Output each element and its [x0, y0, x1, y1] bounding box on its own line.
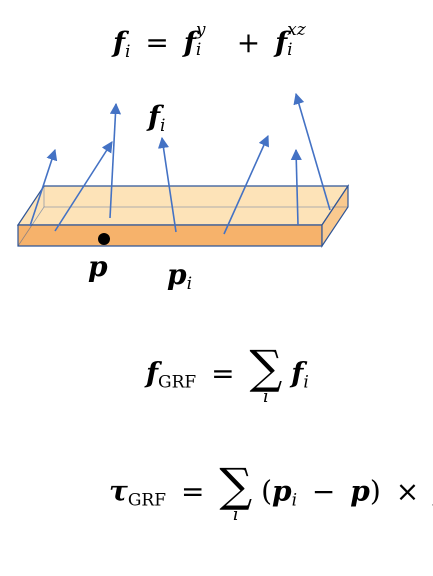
force-arrow [290, 148, 302, 226]
grf-torque-equals: = [180, 474, 205, 508]
label-pi-symbol: p [167, 258, 187, 291]
sum-index: i [263, 386, 269, 407]
eq-term2-sub: i [287, 40, 293, 60]
force-arrow [293, 92, 331, 211]
torque-pi: p [272, 474, 292, 508]
torque-p: p [350, 474, 370, 508]
eq-lhs-sub: i [125, 42, 131, 62]
grf-force-rhs-sub: i [303, 372, 309, 393]
sum-index: i [232, 504, 239, 525]
force-arrow [223, 134, 269, 235]
label-p-symbol: p [88, 250, 108, 283]
grf-torque-sum: ∑i [219, 462, 252, 524]
equation-grf-force: fGRF = ∑i fi [146, 344, 309, 406]
paren-open: ( [261, 474, 272, 508]
torque-minus: − [311, 474, 336, 508]
sum-symbol: ∑ [249, 340, 283, 394]
grf-torque-lhs: τ [109, 474, 128, 508]
plate-hidden-edge [17, 206, 45, 247]
paren-close: ) [369, 474, 381, 508]
grf-force-equals: = [211, 356, 235, 390]
eq-term2-sup: xz [287, 20, 306, 40]
torque-cross: × [395, 474, 420, 508]
force-diagram [16, 92, 350, 248]
grf-torque-lhs-sub: GRF [127, 490, 167, 511]
eq-term2-f: f [275, 26, 288, 59]
eq-term1-f: f [183, 26, 196, 59]
eq-lhs-f: f [113, 26, 126, 59]
label-fi-sub: i [160, 116, 166, 136]
equation-grf-torque: τGRF = ∑i (pi − p) × fi [109, 462, 433, 524]
label-fi-symbol: f [148, 100, 161, 133]
eq-term1-sub: i [195, 40, 202, 60]
force-arrow [29, 148, 58, 227]
label-pi: pi [167, 258, 192, 294]
sum-symbol: ∑ [219, 458, 253, 512]
force-arrow [54, 141, 113, 232]
grf-force-lhs-sub: GRF [158, 372, 197, 393]
force-arrow [157, 136, 177, 233]
eq-equals: = [145, 26, 169, 59]
torque-pi-sub: i [291, 490, 298, 511]
label-p: p [88, 250, 108, 283]
grf-force-lhs: f [146, 356, 159, 390]
plate-front-face [17, 224, 323, 247]
force-arrow [109, 102, 122, 219]
eq-term1-sup: y [195, 20, 206, 40]
label-pi-sub: i [186, 274, 193, 294]
grf-force-rhs: f [291, 356, 304, 390]
grf-force-sum: ∑i [250, 344, 283, 406]
point-p [98, 233, 110, 245]
label-fi: fi [148, 100, 165, 136]
eq-plus: + [236, 26, 261, 59]
